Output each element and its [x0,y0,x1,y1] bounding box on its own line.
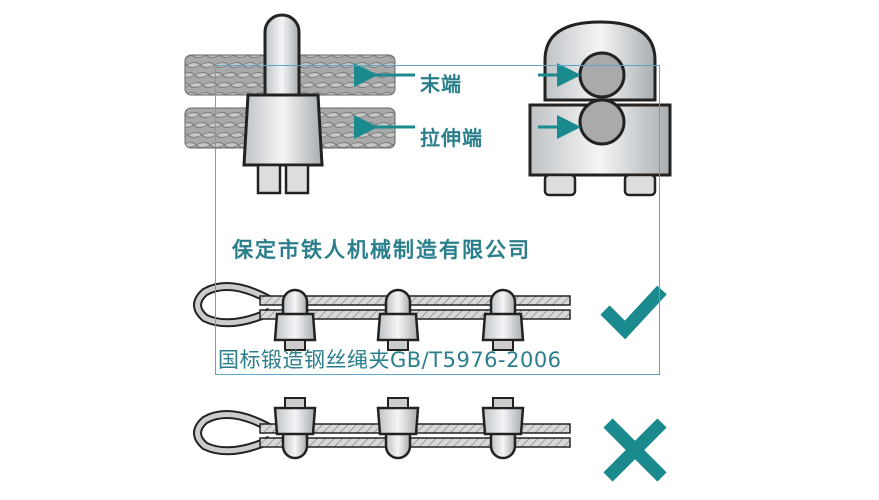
check-icon [600,285,667,340]
arrows [354,63,581,139]
correct-installation [193,282,571,352]
cross-icon [603,418,667,482]
company-name: 保定市铁人机械制造有限公司 [232,238,531,262]
clamp-cross-section [528,20,672,197]
label-tail-end: 末端 [420,72,462,96]
label-tension-end: 拉伸端 [420,126,483,150]
standard-label: 国标锻造钢丝绳夹GB/T5976-2006 [218,348,562,372]
frame-border [215,65,660,375]
incorrect-installation [193,396,571,460]
